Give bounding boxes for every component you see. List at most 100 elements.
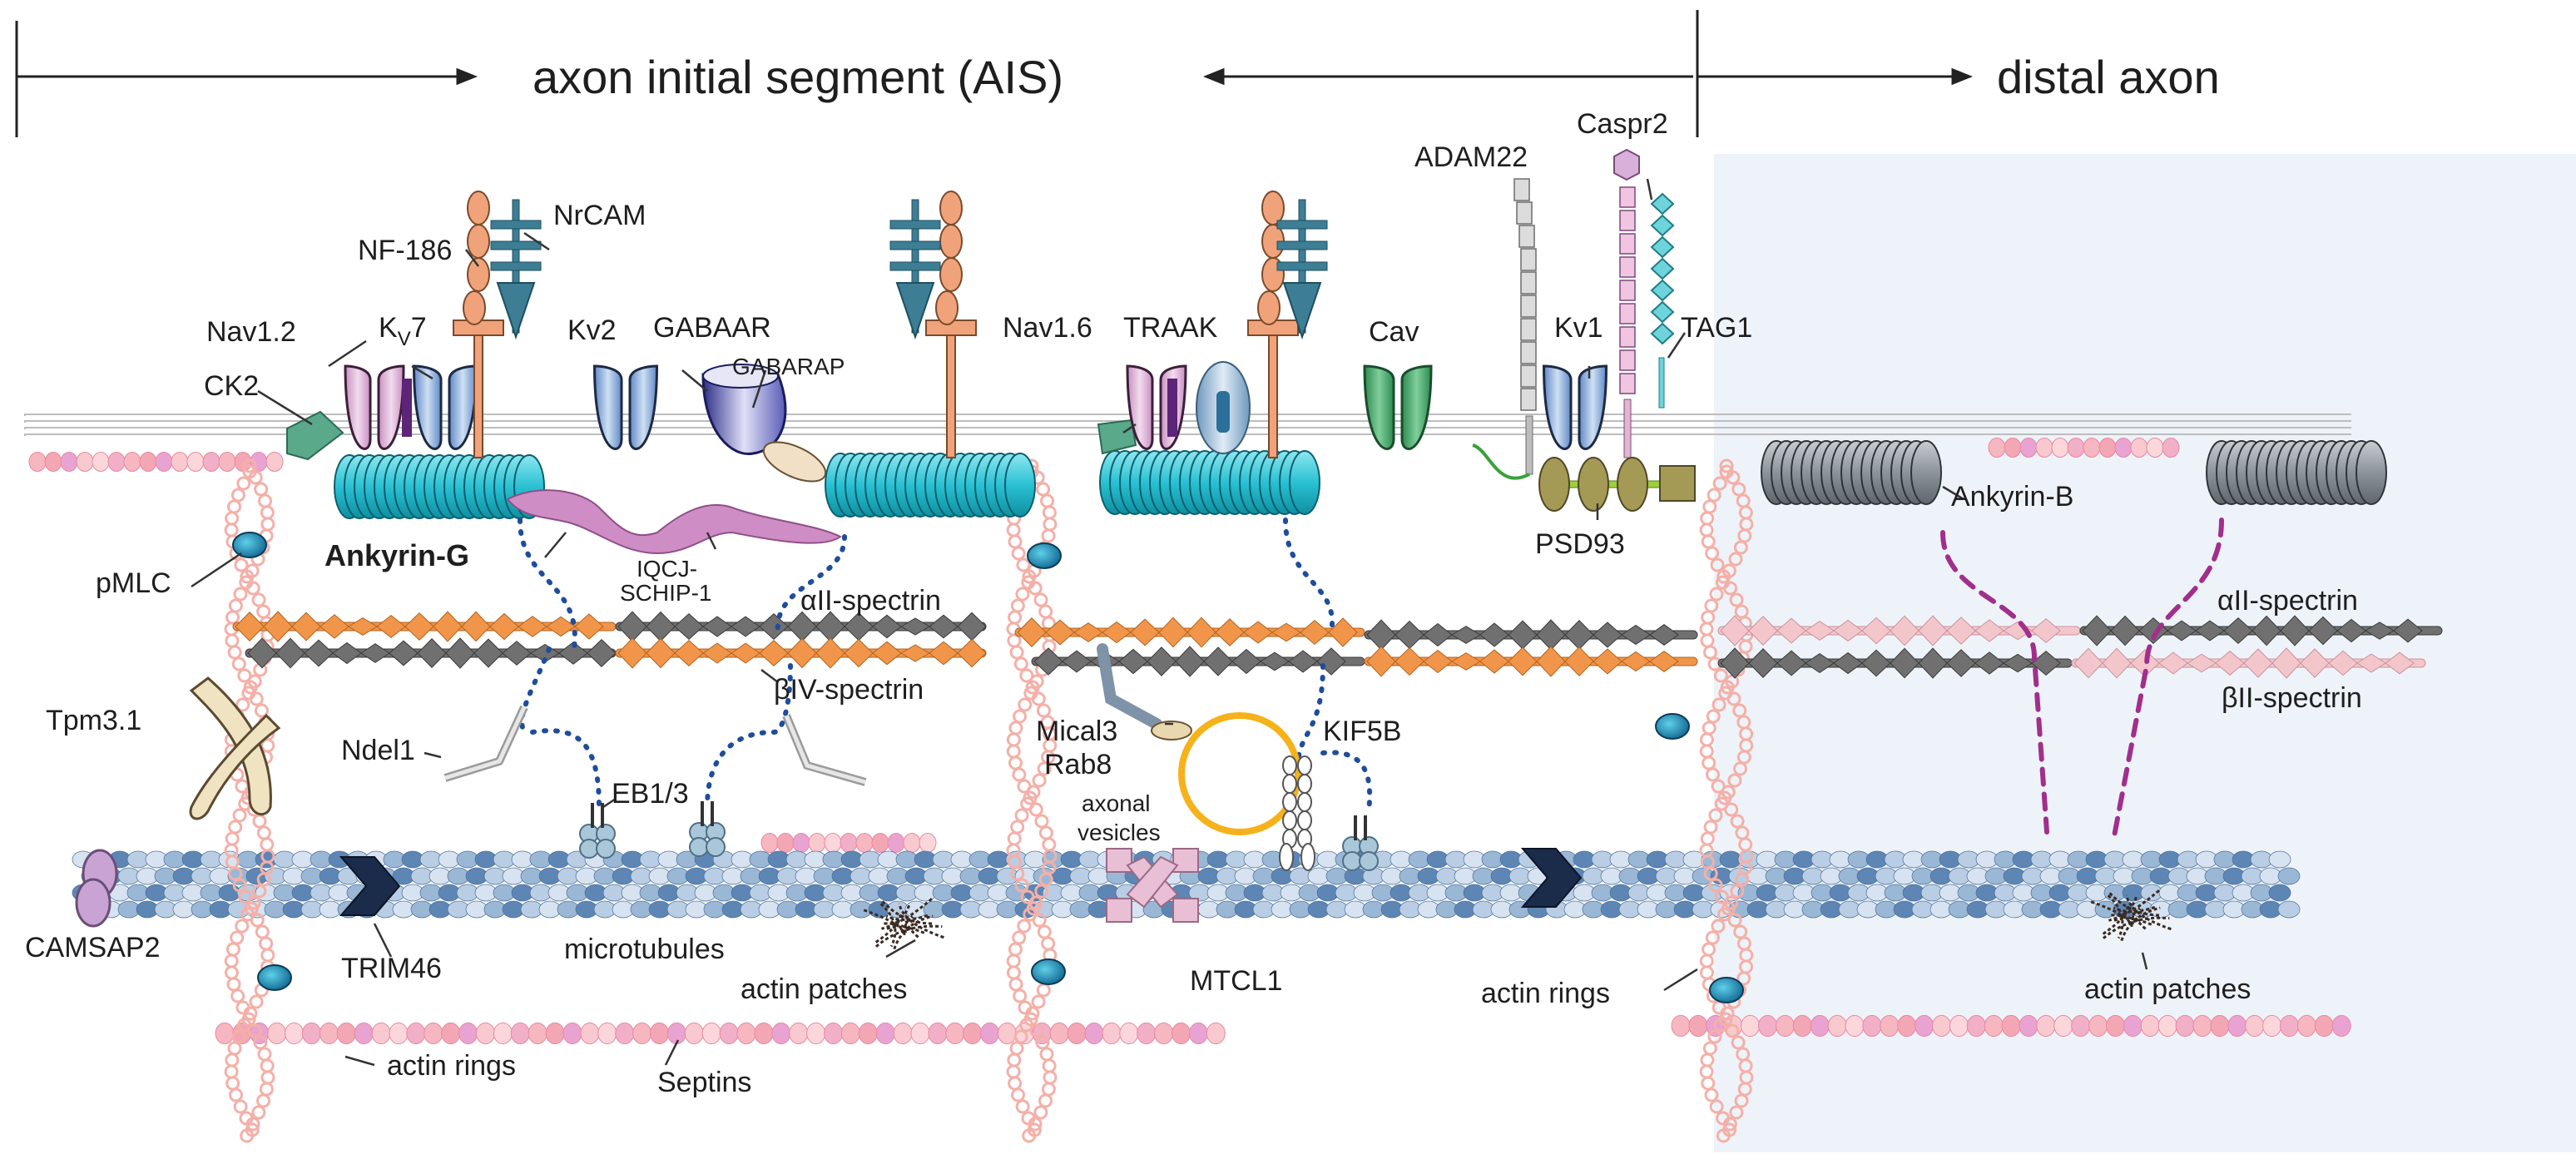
actin-monomer [1712,476,1727,491]
label-nrcam: NrCAM [553,200,646,231]
beta-iv-spectrin-repeat [1130,618,1160,646]
actin-monomer [1713,668,1728,683]
actin-monomer [1702,942,1717,957]
actin-monomer [252,814,267,829]
septin-bead [806,1022,826,1045]
kif5b-head [1279,843,1294,871]
alpha-ii-spectrin-repeat [445,637,475,669]
alpha-ii-spectrin-repeat [1479,622,1509,647]
septin-bead [2035,438,2053,458]
actin-monomer [228,866,243,881]
label-vesicles: vesicles [1077,820,1161,845]
gabarap-protein [762,441,827,483]
actin-monomer [1022,1128,1037,1143]
actin-monomer [1006,965,1021,980]
actin-monomer [260,1058,275,1073]
label-nf186: NF-186 [358,235,452,266]
beta-iv-spectrin-repeat [1366,646,1396,677]
actin-monomer [225,610,240,625]
label-kv7: KV7 [379,312,427,350]
septin-bead [858,1022,878,1045]
label-mtcl1: MTCL1 [1190,965,1282,997]
actin-monomer [232,808,247,823]
actin-monomer [260,1070,275,1085]
beta-iv-spectrin-repeat [1300,619,1330,646]
septin-bead [824,833,842,853]
actin-monomer [1726,470,1741,485]
label-leaders [191,178,2148,1067]
nf186-protein [453,191,504,458]
nf186-protein-stem [946,332,956,458]
septin-bead [1862,1014,1882,1038]
beta-iv-spectrin-repeat [489,612,519,641]
septin-bead [789,1022,809,1045]
septin-bead [493,1022,513,1045]
adam22-domain [1516,201,1533,225]
beta-iv-spectrin-repeat [900,644,930,662]
beta-iv-spectrin-repeat [574,613,604,640]
actin-monomer [1730,884,1745,899]
actin-monomer [1036,983,1051,998]
actin-monomer [1711,779,1726,794]
actin-monomer [1699,744,1714,759]
actin-monomer [1017,919,1032,934]
septin-bead [202,452,220,472]
septin-bead [424,1022,443,1045]
actin-monomer [256,604,271,619]
nrcam-protein-bar [490,261,542,271]
septin-bead [2083,438,2101,458]
spectrin-network [232,611,2443,679]
actin-monomer [240,1128,255,1143]
septin-bead [754,1022,774,1045]
caspr2-domain [1619,256,1636,278]
alpha-ii-spectrin-repeat [1451,626,1481,644]
alpha-ii-spectrin [1031,646,1365,677]
label-ankyrin-g: Ankyrin-G [324,538,469,572]
actin-monomer [1704,1087,1719,1102]
eb13-complexes [579,801,1379,871]
eb-subunit [689,837,709,857]
actin-monomer [1033,592,1048,607]
nf186-protein-ig-domain [939,224,963,259]
alpha-ii-spectrin-repeat [417,638,447,668]
actin-monomer [1717,569,1731,584]
actin-monomer [1701,610,1716,625]
nf186-protein-stem [473,332,483,458]
actin-monomer [1036,703,1051,718]
label-psd93: PSD93 [1535,528,1625,560]
actin-monomer [1025,1006,1040,1021]
actin-monomer [237,1018,252,1033]
eb-subunit [596,839,616,859]
caspr2-domain [1619,186,1636,208]
label-gabaar: GABAAR [653,312,771,344]
beta-iv-spectrin-repeat [1328,617,1358,647]
pmlc-protein [232,532,267,558]
septin-bead [2067,438,2085,458]
actin-monomer [225,1076,240,1091]
tag1-stem [1658,357,1665,409]
actin-monomer [1010,598,1025,613]
ankyrin-b-linker [2111,518,2224,843]
actin-monomer [257,1047,272,1062]
actin-monomer [249,994,264,1009]
label-nav12: Nav1.2 [206,316,296,348]
eb-linker [705,663,793,810]
beta-iv-spectrin-repeat [731,642,760,664]
alpha-ii-spectrin-repeat [674,612,704,641]
ndel1-protein-outline [444,706,527,780]
septin-bead [1932,1014,1951,1038]
actin-monomer [1009,645,1024,660]
eb-complex [689,801,726,857]
actin-monomer [1699,622,1714,636]
actin-monomer [251,592,266,607]
nrcam-protein [1276,199,1328,340]
actin-monomer [1709,587,1724,602]
actin-monomer [1018,697,1033,712]
actin-monomer [1699,1064,1714,1079]
actin-monomer [1732,703,1747,718]
septin-bead [265,452,284,472]
actin-monomer [1010,820,1025,835]
beta-iv-spectrin-repeat [376,615,406,638]
actin-monomer [1009,1041,1024,1056]
